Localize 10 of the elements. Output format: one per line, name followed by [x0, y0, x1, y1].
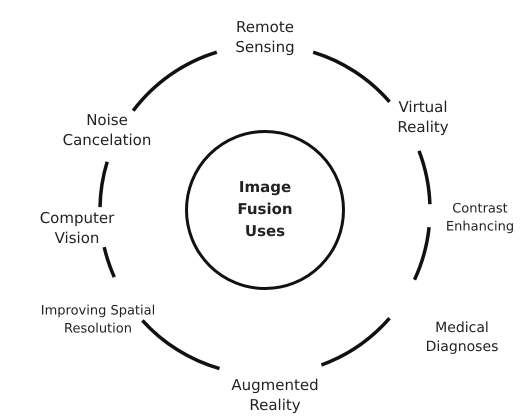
use-label: Virtual Reality — [396, 96, 450, 138]
center-circle — [185, 130, 345, 290]
center-title: Image Fusion Uses — [236, 177, 294, 242]
use-label: Medical Diagnoses — [424, 319, 500, 357]
use-label: Augmented Reality — [230, 374, 320, 416]
use-label: Improving Spatial Resolution — [40, 302, 156, 338]
use-label: Computer Vision — [38, 208, 116, 248]
use-label: Contrast Enhancing — [444, 200, 516, 236]
use-label: Noise Cancelation — [62, 110, 152, 150]
use-label: Remote Sensing — [234, 16, 296, 58]
